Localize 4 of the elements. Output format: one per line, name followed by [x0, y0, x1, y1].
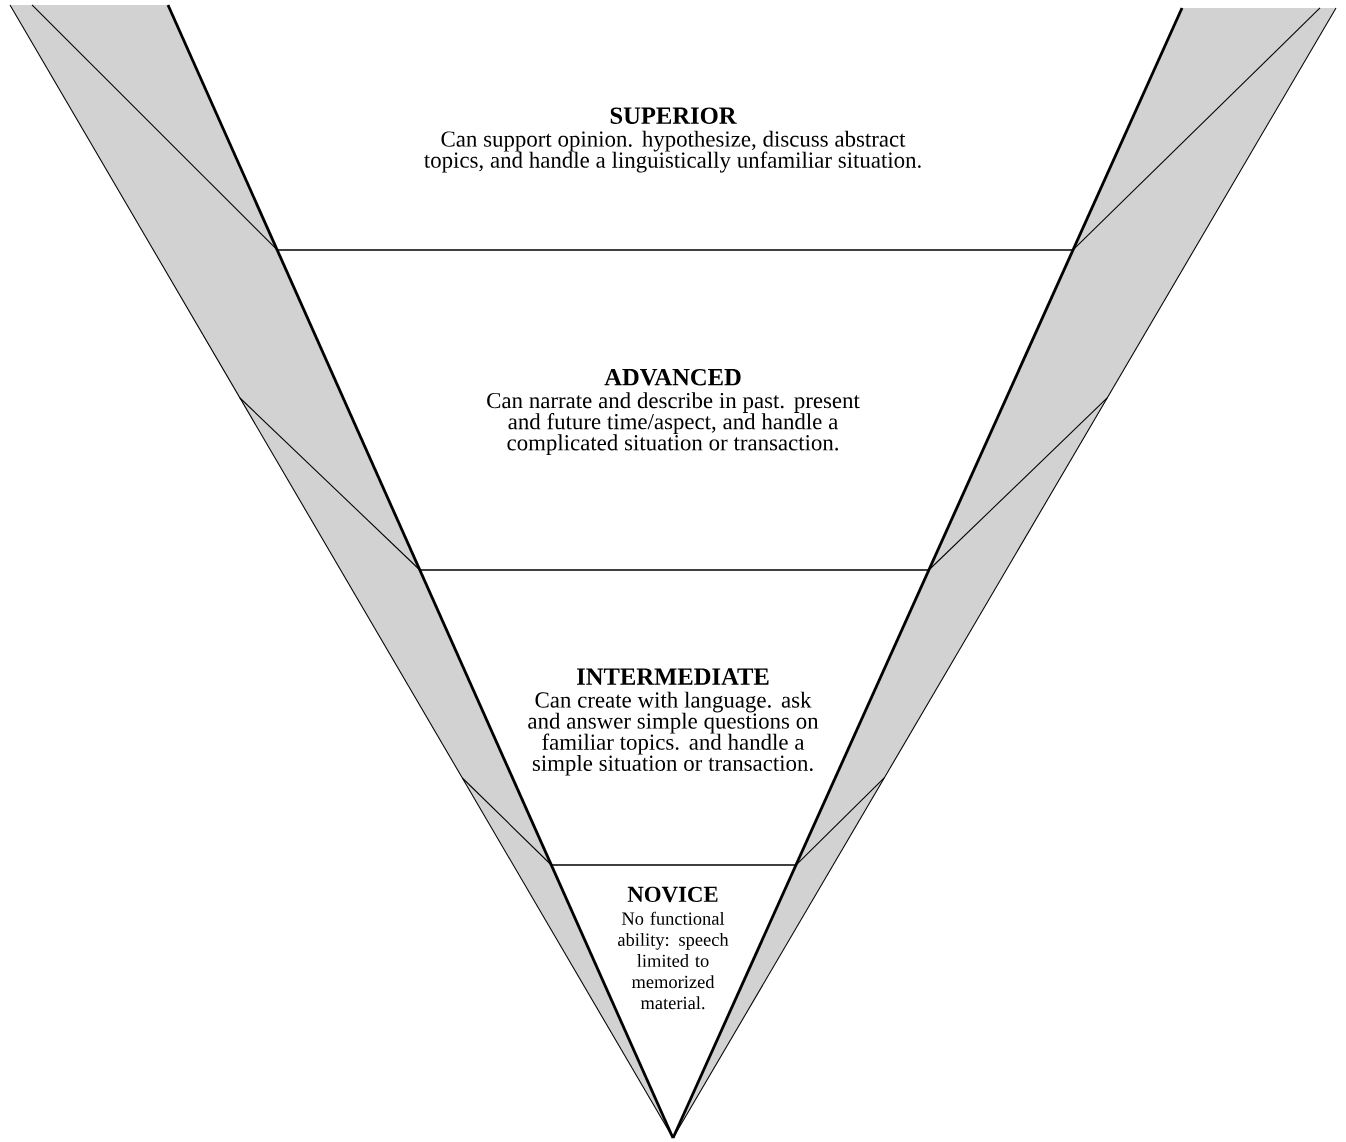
level-text: INTERMEDIATE Can create with language. ask and answer simple questions on familiar topics. and handle a simple situation or transaction. — [528, 668, 819, 776]
level-text: SUPERIOR Can support opinion. hypothesize, discuss abstract topics, and handle a linguistically unfamiliar situation. — [424, 107, 921, 173]
level-text: ADVANCED Can narrate and describe in past. present and future time/aspect, and handle a complicated situation or transaction. — [487, 368, 860, 456]
level-text: NOVICE No functional ability: speech limited to memorized material. — [618, 886, 729, 1010]
